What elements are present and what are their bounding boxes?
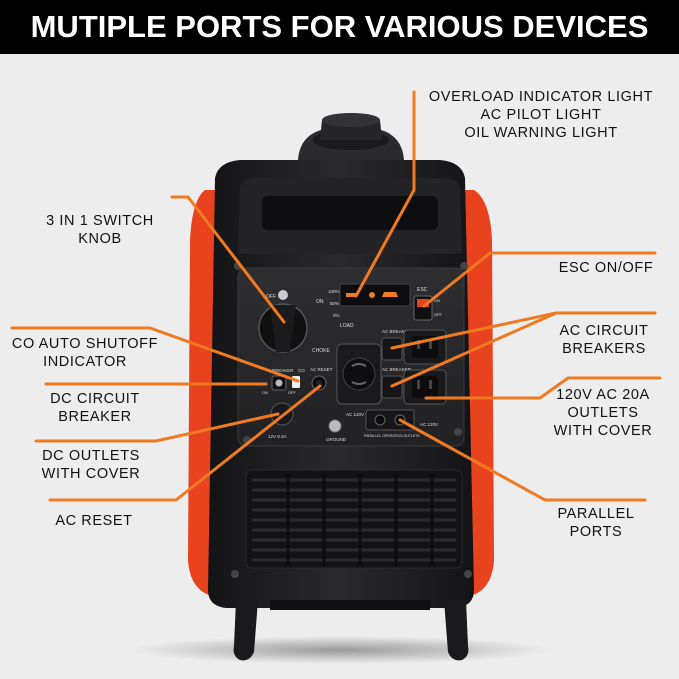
callout-ac-circuit: AC CIRCUIT BREAKERS (548, 322, 660, 358)
load-100-text: 100% (328, 289, 340, 294)
banner-title: MUTIPLE PORTS FOR VARIOUS DEVICES (30, 9, 649, 44)
dc-outlet-leader (34, 412, 280, 443)
overload-leader (354, 90, 416, 298)
callout-ac-reset-line-1: AC RESET (55, 513, 133, 529)
callout-ac-reset: AC RESET (44, 512, 144, 530)
callout-switch-knob-line-1: 3 IN 1 SWITCH (46, 213, 154, 229)
load-text: LOAD (340, 323, 354, 329)
co-leader (10, 326, 300, 383)
screw (231, 570, 239, 578)
callout-overload-line-1: OVERLOAD INDICATOR LIGHT (428, 89, 654, 105)
callout-switch-knob-line-2: KNOB (78, 231, 122, 247)
esc-on-text: ON (434, 298, 440, 303)
load-0-text: 0% (333, 313, 340, 318)
callout-overload-line-2: AC PILOT LIGHT (480, 107, 602, 123)
callout-esc-line-1: ESC ON/OFF (558, 260, 654, 276)
knob-leader (170, 195, 286, 324)
callout-lines (10, 90, 662, 502)
ac-breaker-leader-2 (390, 311, 558, 388)
callout-parallel-line-2: PORTS (569, 524, 623, 540)
ac-reset-leader (48, 384, 322, 502)
oil-warning-light-icon (382, 292, 398, 297)
ac-120v-text-left: AC 120V (346, 412, 364, 417)
screw (460, 262, 468, 270)
vent-dividers (286, 474, 434, 566)
callout-dc-outlets-line-2: WITH COVER (41, 466, 141, 482)
outlet-slot (429, 340, 432, 349)
esc-switch-rocker (417, 299, 429, 307)
twist-lock-slot (351, 363, 367, 367)
screw (464, 570, 472, 578)
parallel-leader (398, 418, 647, 502)
callout-120v-outlets-line-1: 120V AC 20A (556, 387, 650, 403)
breaker-text: BREAKER (272, 368, 294, 373)
callout-overload-line-3: OIL WARNING LIGHT (464, 125, 618, 141)
callout-ac-circuit-line-2: BREAKERS (562, 341, 646, 357)
callout-switch-knob: 3 IN 1 SWITCH KNOB (20, 212, 180, 248)
callout-ac-circuit-line-1: AC CIRCUIT (559, 323, 649, 339)
parallel-ports-housing (365, 409, 415, 431)
left-foot (233, 600, 258, 661)
callout-co-shutoff-line-1: CO AUTO SHUTOFF (11, 336, 159, 352)
screw (454, 428, 462, 436)
outlet-face-lower (412, 376, 438, 398)
co-text: CO (298, 368, 305, 373)
outlet-slot (417, 340, 420, 349)
header-banner: MUTIPLE PORTS FOR VARIOUS DEVICES (0, 0, 679, 54)
dc-breaker-button-icon (275, 379, 283, 387)
callout-dc-circuit: DC CIRCUIT BREAKER (40, 390, 150, 426)
knob-grip (270, 305, 296, 352)
ac-120v-text-right: AC 120V (420, 422, 438, 427)
twist-lock-outlet (342, 357, 376, 391)
twist-lock-slot (351, 381, 367, 385)
floor-shadow (130, 636, 550, 664)
callout-parallel: PARALLEL PORTS (546, 505, 646, 541)
vent-slats (252, 478, 456, 562)
ac-breaker-text-2: AC BREAKER (382, 367, 412, 372)
callout-co-shutoff-line-2: INDICATOR (43, 354, 127, 370)
fuel-cap-top (322, 113, 380, 127)
parallel-outlets-text: PARALLEL OPERATION OUTLETS (364, 434, 420, 438)
handle-grip-recess (262, 196, 438, 230)
callout-dc-outlets-line-1: DC OUTLETS (42, 448, 140, 464)
callout-co-shutoff: CO AUTO SHUTOFF INDICATOR (10, 335, 160, 371)
callout-dc-circuit-line-1: DC CIRCUIT (50, 391, 140, 407)
esc-leader (422, 251, 657, 308)
outlet-slot (417, 380, 420, 389)
right-foot (444, 600, 469, 661)
callout-esc: ESC ON/OFF (550, 259, 662, 277)
knob-indicator (278, 290, 288, 300)
load-50-text: 50% (330, 301, 339, 306)
knob-on-text: ON (316, 299, 324, 305)
ac-breaker-text-1: AC BREAKER (382, 329, 412, 334)
esc-label: ESC (417, 287, 428, 293)
ground-text: GROUND (326, 437, 347, 442)
callout-dc-circuit-line-2: BREAKER (58, 409, 132, 425)
ac-pilot-light-icon (369, 292, 375, 298)
dc-on-text: ON (262, 390, 268, 395)
ac-reset-button-center (316, 380, 322, 386)
outlet-slot (429, 380, 432, 389)
ground-terminal (328, 419, 342, 433)
ac-reset-panel-text: AC RESET (310, 367, 333, 372)
dc-off-text: OFF (288, 390, 297, 395)
callout-120v-outlets: 120V AC 20A OUTLETS WITH COVER (544, 386, 662, 440)
knob-off-text: OFF (266, 294, 276, 300)
parallel-port-left (374, 414, 386, 426)
callout-120v-outlets-line-2: OUTLETS (567, 405, 639, 421)
callout-dc-outlets: DC OUTLETS WITH COVER (32, 447, 150, 483)
esc-off-text: OFF (434, 312, 443, 317)
callout-parallel-line-1: PARALLEL (557, 506, 635, 522)
dc-rating-text: 12V 8.3A (268, 434, 287, 439)
base-plate (270, 600, 430, 610)
callout-overload: OVERLOAD INDICATOR LIGHT AC PILOT LIGHT … (418, 88, 664, 142)
choke-text: CHOKE (312, 348, 330, 354)
overload-light-icon (346, 293, 356, 297)
callout-120v-outlets-line-3: WITH COVER (553, 423, 653, 439)
outlet-leader (424, 376, 662, 400)
